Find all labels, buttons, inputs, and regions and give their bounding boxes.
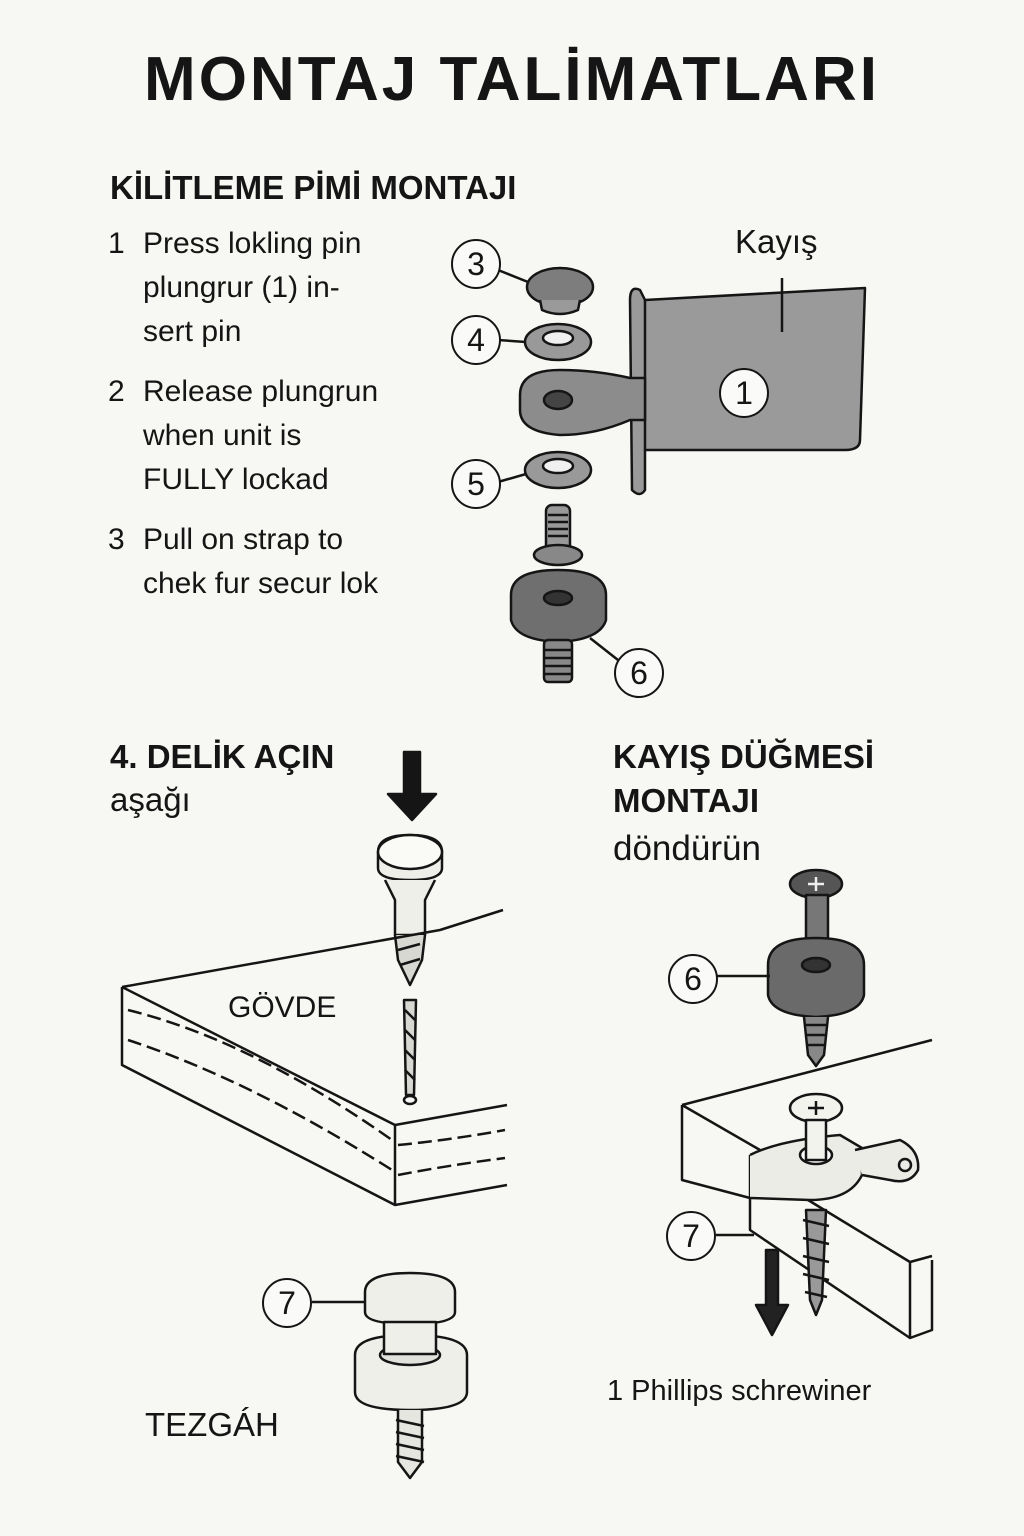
cabinet-body-illustration <box>120 908 508 1207</box>
step-number: 3 <box>108 523 125 556</box>
callout-5: 5 <box>451 459 501 509</box>
mounted-board-illustration <box>680 1038 934 1340</box>
step-1: 1 Press lokling pin plungrur (1) in- ser… <box>108 222 438 354</box>
callout-6: 6 <box>668 954 718 1004</box>
step-2: 2 Release plungrun when unit is FULLY lo… <box>108 370 438 502</box>
step-list: 1 Press lokling pin plungrur (1) in- ser… <box>108 222 438 606</box>
callout-1: 1 <box>719 368 769 418</box>
cap-part-3 <box>497 266 595 316</box>
strap-button-heading-1: KAYIŞ DÜĞMESİ <box>613 738 875 775</box>
down-arrow-icon <box>386 750 438 822</box>
step-number: 2 <box>108 375 125 408</box>
step-number: 1 <box>108 227 125 260</box>
tool-note: 1 Phillips schrewiner <box>607 1375 872 1407</box>
callout-3: 3 <box>451 239 501 289</box>
drill-heading: 4. DELİK AÇIN <box>110 738 335 775</box>
drill-bit-illustration <box>376 833 444 1106</box>
callout-4: 4 <box>451 315 501 365</box>
screw-knob-illustration <box>716 868 866 1068</box>
button-part-7-illustration <box>312 1271 469 1480</box>
washer-part-5 <box>497 450 593 490</box>
page-title: MONTAJ TALİMATLARI <box>144 45 880 114</box>
knob-part-6 <box>509 503 619 684</box>
drill-subheading: aşağı <box>110 781 191 818</box>
step-text: Release plungrun when unit is FULLY lock… <box>143 375 379 496</box>
body-label: GÖVDE <box>228 991 337 1024</box>
step-text: Pull on strap to chek fur secur lok <box>143 523 379 600</box>
callout-6: 6 <box>614 648 664 698</box>
step-3: 3 Pull on strap to chek fur secur lok <box>108 518 438 606</box>
strap-label: Kayış <box>735 223 818 260</box>
callout-7: 7 <box>262 1278 312 1328</box>
washer-part-4 <box>497 322 593 362</box>
strap-button-subheading: döndürün <box>613 829 761 868</box>
step-text: Press lokling pin plungrur (1) in- sert … <box>143 227 362 348</box>
locking-pin-heading: KİLİTLEME PİMİ MONTAJI <box>110 169 517 206</box>
strap-button-heading-2: MONTAJI <box>613 782 760 819</box>
callout-7: 7 <box>666 1211 716 1261</box>
counter-label: TEZGÁH <box>145 1406 279 1443</box>
